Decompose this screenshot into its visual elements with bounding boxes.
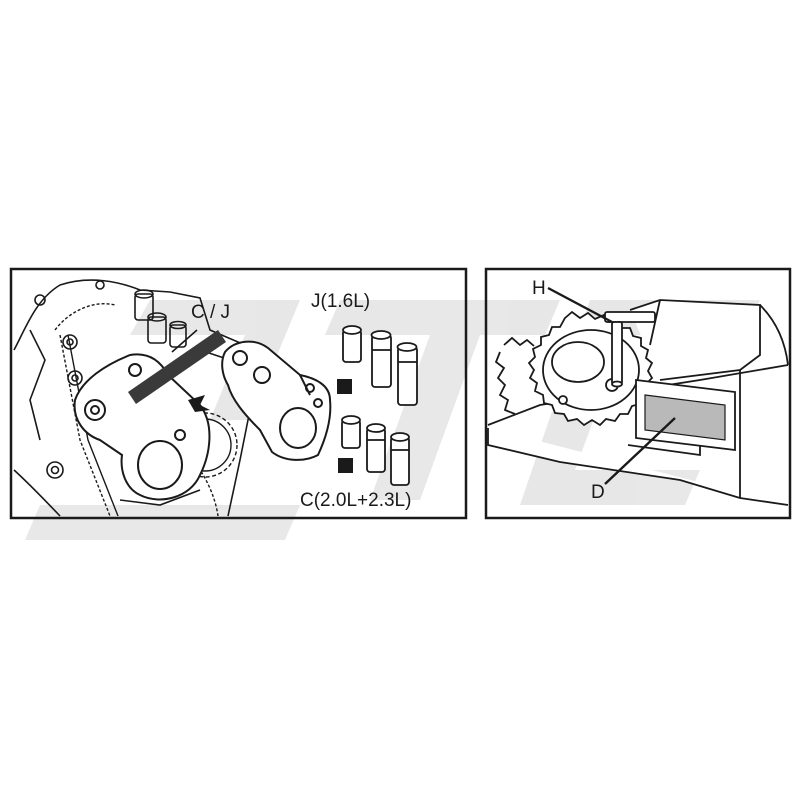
- alignment-arrow-icon: [188, 395, 210, 412]
- swatch-c: [338, 458, 353, 473]
- label-d: D: [591, 482, 605, 503]
- leader-d: [604, 417, 676, 485]
- locking-pins-j: [342, 325, 418, 406]
- timing-belt: [54, 303, 219, 517]
- label-tool-cj: C / J: [191, 302, 230, 323]
- leader-h: [547, 286, 613, 324]
- locking-pins-c: [341, 415, 410, 486]
- left-illustration-panel: C / J J(1.6L) C(2.0L+2.3L): [9, 267, 468, 520]
- label-h: H: [532, 278, 546, 299]
- locking-plate-installed: [73, 353, 211, 501]
- label-c-variant: C(2.0L+2.3L): [300, 490, 411, 511]
- swatch-j: [337, 379, 352, 394]
- locking-plate-spare: [221, 340, 332, 461]
- h-tool-pin: [604, 311, 656, 388]
- label-j-variant: J(1.6L): [311, 291, 370, 312]
- right-illustration-panel: H D: [484, 267, 792, 520]
- tool-leader-bar: [128, 329, 226, 404]
